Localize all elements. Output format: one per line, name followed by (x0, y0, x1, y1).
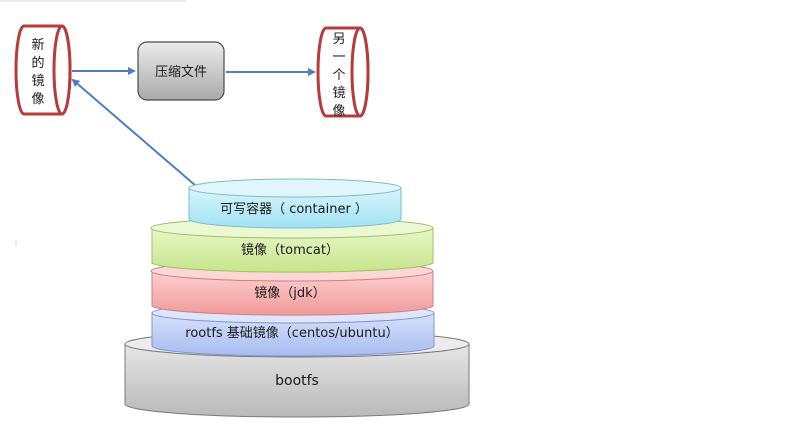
layer-tomcat-body (151, 227, 434, 273)
layer-bootfs-label: bootfs (275, 373, 319, 389)
layer-jdk-label: 镜像（jdk） (254, 286, 325, 301)
layer-rootfs-label: rootfs 基础镜像（centos/ubuntu） (185, 326, 398, 341)
another-image-char: 另 (332, 32, 345, 47)
layer-container-top (188, 178, 402, 198)
another-image-char: 镜 (332, 86, 345, 101)
layer-container: 可写容器（ container ） (188, 178, 402, 229)
another-image-cylinder: 另 一 个 镜 像 (316, 26, 370, 119)
new-image-char: 新 (31, 37, 44, 53)
layer-container-body (188, 187, 402, 229)
new-image-char: 镜 (31, 74, 44, 89)
another-image-char: 个 (332, 68, 345, 83)
new-image-char: 像 (31, 92, 44, 107)
new-image-char: 的 (31, 55, 44, 71)
layer-bootfs-body (124, 343, 470, 418)
layer-tomcat-label: 镜像（tomcat） (241, 243, 339, 258)
new-image-cylinder: 新 的 镜 像 (14, 24, 72, 116)
compress-files-box: 压缩文件 (137, 41, 225, 101)
layer-jdk-body (151, 270, 434, 316)
another-image-cylinder-cap (350, 26, 370, 118)
new-image-cylinder-cap (52, 24, 72, 116)
compress-files-box-shape (137, 41, 225, 101)
another-image-char: 一 (332, 50, 345, 65)
layer-container-label: 可写容器（ container ） (220, 201, 368, 217)
compress-files-label: 压缩文件 (155, 64, 207, 80)
layer-rootfs-body (151, 312, 435, 357)
another-image-char: 像 (332, 104, 345, 119)
arrow-container-to-new-image (71, 78, 197, 187)
